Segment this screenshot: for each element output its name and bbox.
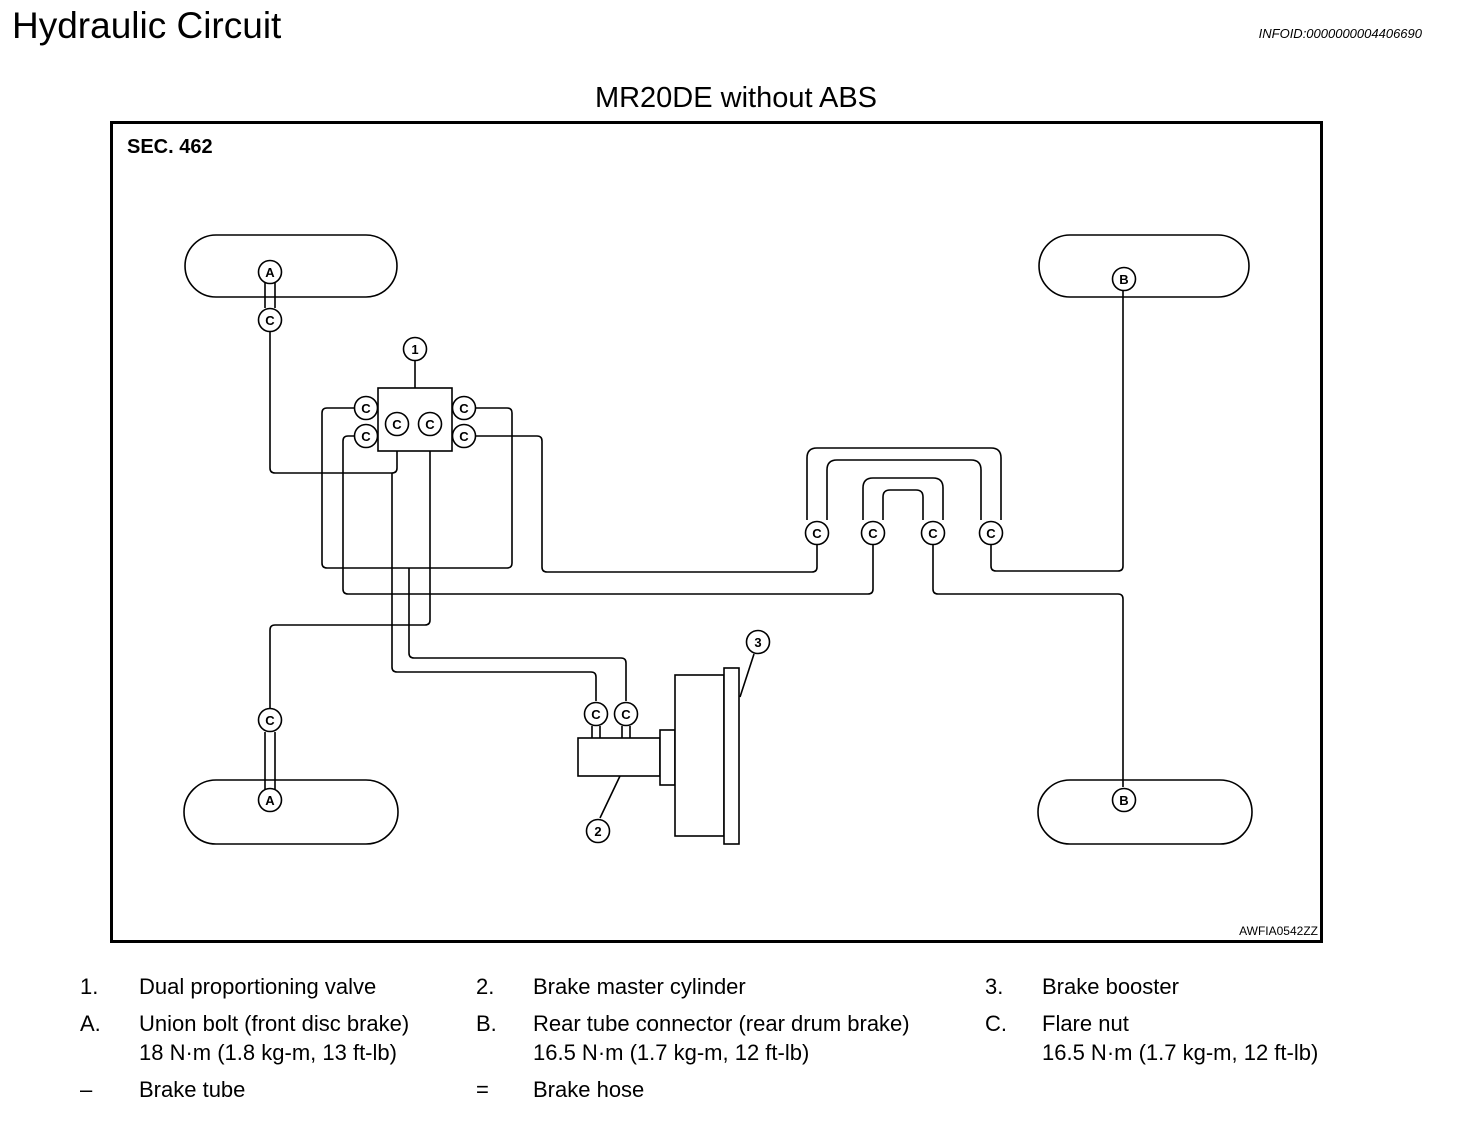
brake-hose-rear-left xyxy=(264,732,276,790)
leader-3 xyxy=(739,653,755,698)
callout-C-flare-nut: C xyxy=(583,701,609,727)
svg-text:C: C xyxy=(425,417,435,432)
brake-tube-2 xyxy=(321,407,513,569)
callout-C-flare-nut: C xyxy=(451,423,477,449)
callout-C-flare-nut: C xyxy=(978,520,1004,546)
hydraulic-circuit-diagram: SEC. 462 AWFIA0542ZZ xyxy=(110,121,1323,943)
legend-key: C. xyxy=(985,1011,1007,1036)
callout-3-brake-booster: 3 xyxy=(745,629,771,655)
svg-text:B: B xyxy=(1119,272,1128,287)
legend-key: – xyxy=(80,1077,93,1102)
brake-tube-7 xyxy=(408,568,627,701)
legend: 1. Dual proportioning valve 2. Brake mas… xyxy=(0,972,1472,1112)
callout-1-proportioning-valve: 1 xyxy=(402,336,428,362)
crossover-outer xyxy=(806,447,1002,520)
brake-tube-5 xyxy=(269,436,431,708)
legend-text: Union bolt (front disc brake) xyxy=(139,1011,410,1036)
info-id: INFOID:0000000004406690 xyxy=(1258,26,1422,41)
callout-C-flare-nut: C xyxy=(384,411,410,437)
figure-code: AWFIA0542ZZ xyxy=(1239,924,1318,938)
svg-text:C: C xyxy=(868,526,878,541)
callout-C-flare-nut: C xyxy=(613,701,639,727)
brake-tube-4 xyxy=(475,435,818,573)
svg-text:C: C xyxy=(459,429,469,444)
callout-C-flare-nut: C xyxy=(920,520,946,546)
callout-C-flare-nut: C xyxy=(451,395,477,421)
section-label: SEC. 462 xyxy=(127,136,213,158)
leader-2 xyxy=(599,775,621,819)
brake-tube-9 xyxy=(932,545,1124,787)
legend-key: B. xyxy=(476,1011,497,1036)
callout-2-master-cylinder: 2 xyxy=(585,818,611,844)
legend-key: A. xyxy=(80,1011,101,1036)
legend-text: Brake hose xyxy=(533,1077,645,1102)
legend-text: Rear tube connector (rear drum brake) xyxy=(533,1011,910,1036)
callout-B-front-right: B xyxy=(1111,266,1137,292)
callout-C-flare-nut: C xyxy=(804,520,830,546)
svg-text:C: C xyxy=(986,526,996,541)
legend-key: 1. xyxy=(80,974,99,999)
legend-text: Brake booster xyxy=(1042,974,1179,999)
callout-A-rear-left: A xyxy=(257,787,283,813)
brake-tube-3 xyxy=(342,435,874,595)
callout-C-flare-nut: C xyxy=(257,307,283,333)
svg-text:C: C xyxy=(265,713,275,728)
wheel-rear-left xyxy=(183,779,399,845)
master-cylinder-flange xyxy=(659,729,676,786)
legend-text: Dual proportioning valve xyxy=(139,974,377,999)
legend-text: Brake tube xyxy=(139,1077,246,1102)
svg-text:C: C xyxy=(591,707,601,722)
brake-tube-8 xyxy=(990,291,1124,572)
brake-tube-1 xyxy=(269,331,398,474)
svg-text:C: C xyxy=(812,526,822,541)
svg-text:B: B xyxy=(1119,793,1128,808)
brake-booster-body xyxy=(674,674,725,837)
callout-B-rear-right: B xyxy=(1111,787,1137,813)
svg-text:C: C xyxy=(621,707,631,722)
page-title: Hydraulic Circuit xyxy=(12,5,282,46)
legend-key: 3. xyxy=(985,974,1004,999)
legend-torque: 18 N·m (1.8 kg-m, 13 ft-lb) xyxy=(139,1040,397,1065)
legend-key: = xyxy=(476,1077,489,1102)
legend-text: Flare nut xyxy=(1042,1011,1129,1036)
svg-text:1: 1 xyxy=(411,342,418,357)
svg-text:C: C xyxy=(361,429,371,444)
diagram-title: MR20DE without ABS xyxy=(594,82,878,114)
diagram-frame xyxy=(110,121,1323,943)
svg-text:A: A xyxy=(265,793,275,808)
brake-tube-6 xyxy=(391,473,597,701)
svg-text:2: 2 xyxy=(594,824,601,839)
wheel-front-right xyxy=(1038,234,1250,298)
svg-text:C: C xyxy=(392,417,402,432)
svg-text:3: 3 xyxy=(754,635,761,650)
callout-C-flare-nut: C xyxy=(860,520,886,546)
wheel-rear-right xyxy=(1037,779,1253,845)
callout-A-front-left: A xyxy=(257,259,283,285)
legend-text: Brake master cylinder xyxy=(533,974,746,999)
brake-hose-front-left xyxy=(264,283,276,308)
legend-key: 2. xyxy=(476,974,495,999)
svg-text:C: C xyxy=(459,401,469,416)
callout-C-flare-nut: C xyxy=(353,423,379,449)
svg-text:C: C xyxy=(928,526,938,541)
callout-C-flare-nut: C xyxy=(353,395,379,421)
svg-text:C: C xyxy=(361,401,371,416)
svg-text:A: A xyxy=(265,265,275,280)
legend-torque: 16.5 N·m (1.7 kg-m, 12 ft-lb) xyxy=(533,1040,810,1065)
master-cylinder-body xyxy=(577,737,661,777)
svg-text:C: C xyxy=(265,313,275,328)
crossover-inner xyxy=(862,477,944,520)
wheel-front-left xyxy=(184,234,398,298)
callout-C-flare-nut: C xyxy=(257,707,283,733)
master-cylinder-ports xyxy=(591,726,631,738)
legend-torque: 16.5 N·m (1.7 kg-m, 12 ft-lb) xyxy=(1042,1040,1319,1065)
brake-booster-plate xyxy=(723,667,740,845)
callout-C-flare-nut: C xyxy=(417,411,443,437)
